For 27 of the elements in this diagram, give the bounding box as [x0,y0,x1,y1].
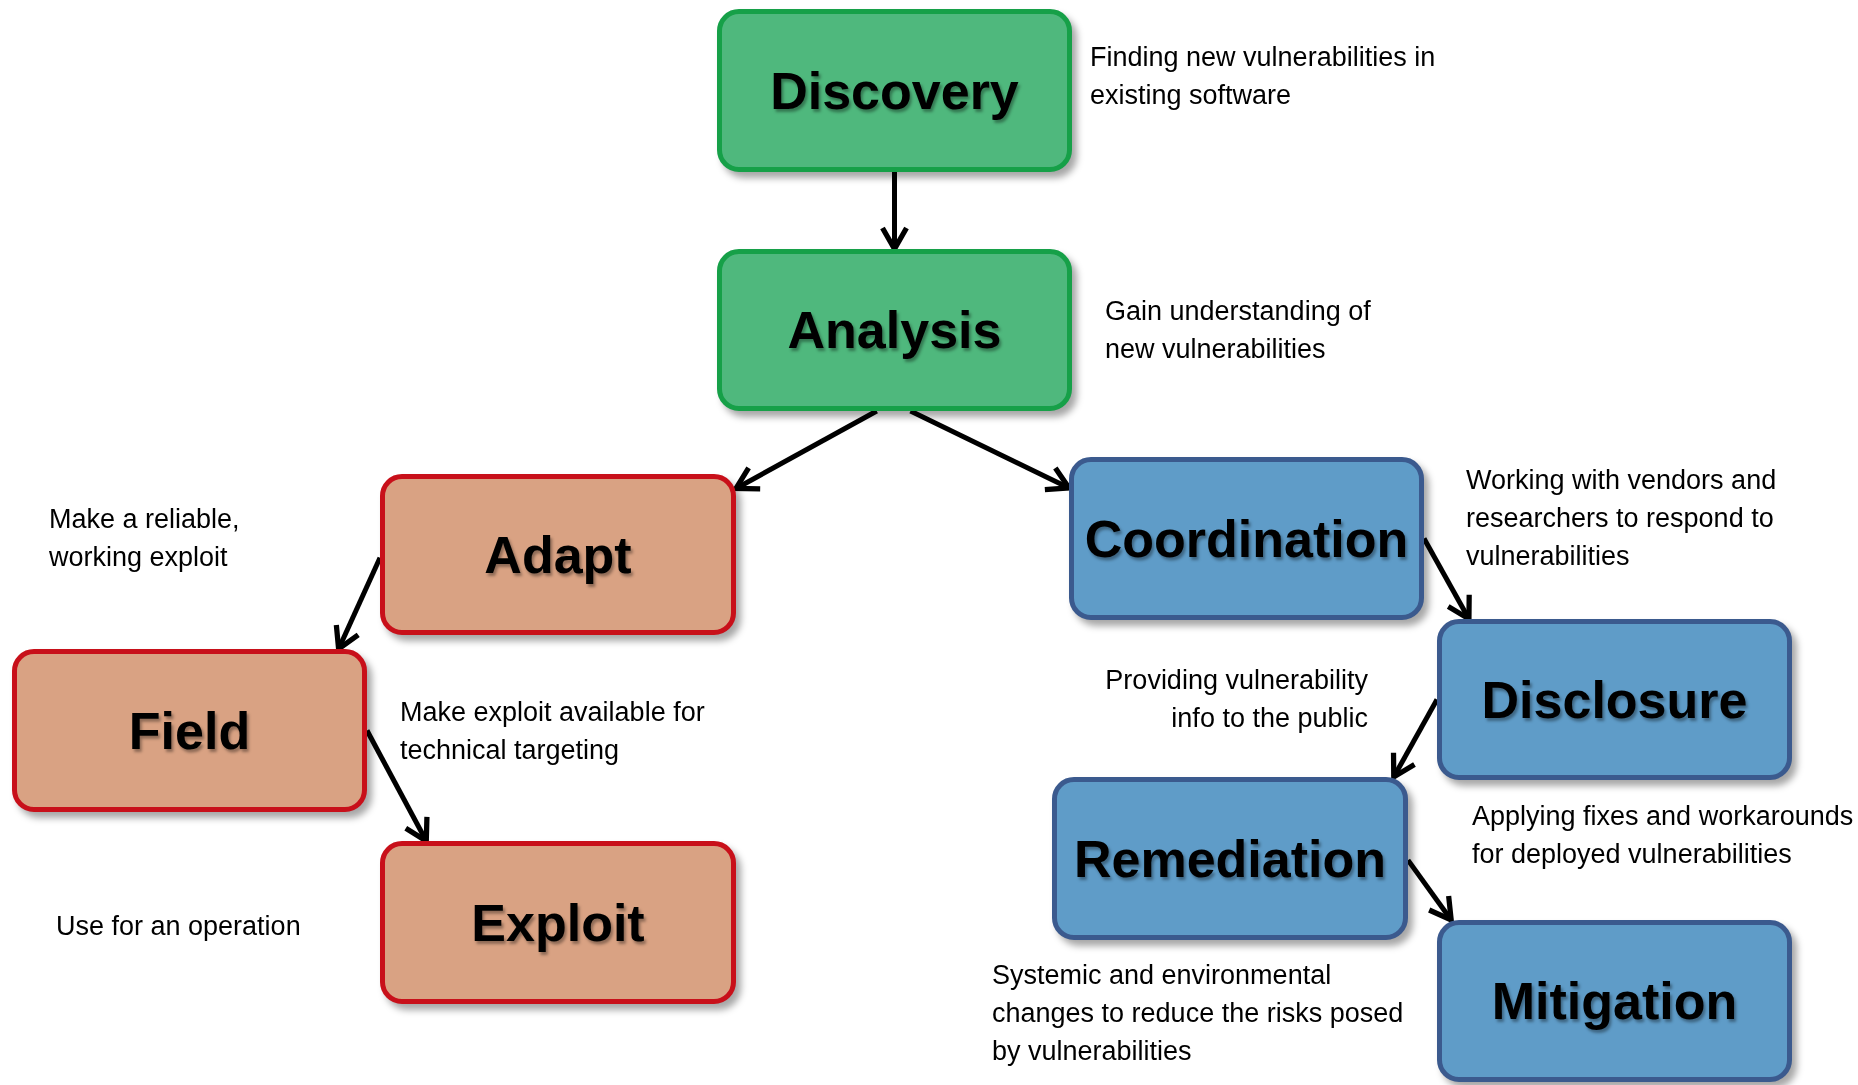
step-title: Disclosure [1481,669,1748,730]
process-box [380,841,736,1004]
process-box [12,649,367,812]
description-text: Finding new vulnerabilities in existing software [1090,41,1437,112]
description-text: Use for an operation [56,910,302,943]
description-text: Make a reliable, working exploit [49,503,241,574]
process-box [1069,457,1424,620]
process-box [1437,619,1792,780]
process-box [1052,777,1408,940]
step-title: Field [128,700,251,761]
description-text: Gain understanding of new vulnerabilities [1105,295,1372,366]
process-box [717,9,1072,172]
description-text: Systemic and environmental changes to reduce the risks posed by vulnerabilities [992,959,1405,1068]
description-text: Make exploit available for technical targeting [400,696,706,767]
step-title: Analysis [787,300,1002,360]
description-text: Applying fixes and workarounds for deployed vulnerabilities [1472,800,1855,871]
step-title: Exploit [471,892,645,953]
step-title: Discovery [770,60,1019,121]
step-title: Mitigation [1491,971,1738,1031]
description-text: Providing vulnerability info to the public [1104,664,1368,735]
step-title: Remediation [1073,828,1387,889]
step-title: Adapt [484,524,632,585]
step-title: Coordination [1084,508,1409,569]
description-text: Working with vendors and researchers to respond to vulnerabilities [1466,464,1778,573]
process-box [717,249,1072,411]
process-box [1437,920,1792,1082]
process-box [380,474,736,635]
